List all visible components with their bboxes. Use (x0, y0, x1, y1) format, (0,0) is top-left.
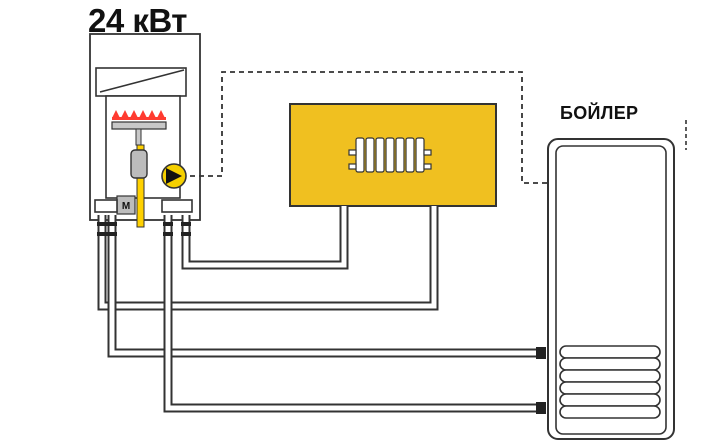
pump-motor-label: M (122, 201, 130, 212)
radiator-icon (348, 137, 432, 173)
tank-connectors (536, 347, 546, 414)
heating-supply-pipe (181, 206, 349, 270)
pump-motor: M (116, 195, 136, 215)
pipe-network (97, 206, 544, 413)
burner (111, 121, 167, 130)
boiler-power-label: 24 кВт (88, 2, 187, 39)
valve-junction-left (94, 199, 118, 213)
burner-stem (135, 128, 142, 146)
heat-exchanger-diagonal (99, 69, 185, 93)
burner-flames (112, 110, 166, 120)
heating-zone (289, 103, 497, 207)
hot-water-tank (536, 120, 687, 440)
gas-valve (130, 149, 148, 179)
tank-heating-coil (559, 345, 661, 419)
control-cable (190, 71, 550, 184)
gas-pipe (136, 144, 145, 228)
tank-coil-upper-pipe (107, 215, 544, 358)
tank-coil-lower-pipe (163, 215, 544, 413)
boiler-pipe-fittings (97, 222, 191, 236)
heating-return-pipe (97, 206, 439, 311)
circulation-pump (161, 163, 187, 189)
valve-junction-right (161, 199, 193, 213)
storage-tank-label: БОЙЛЕР (560, 103, 639, 123)
gas-boiler-unit: M (89, 33, 201, 228)
